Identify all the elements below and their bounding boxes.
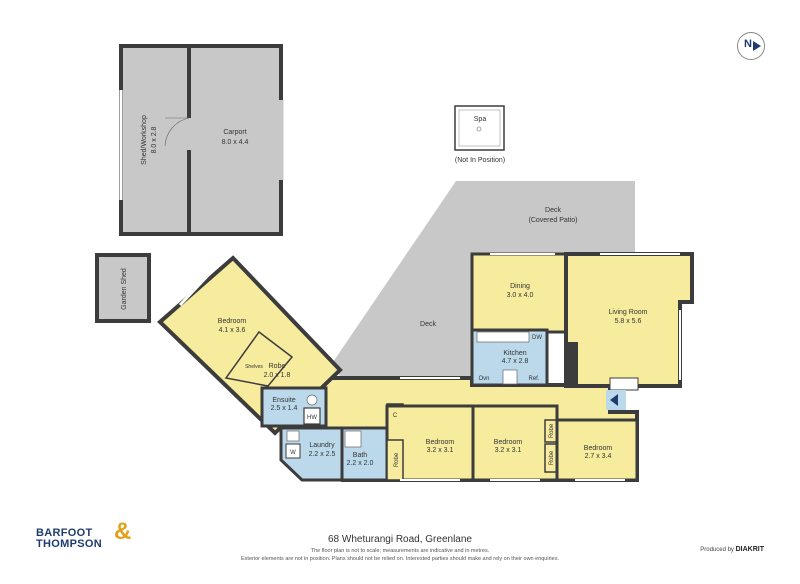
kitchen-dims: 4.7 x 2.8	[502, 358, 529, 365]
ensuite-name: Ensuite	[272, 397, 295, 404]
dining-dims: 3.0 x 4.0	[507, 292, 534, 299]
bedroom4-area	[555, 418, 639, 482]
bedroom4-dims: 2.7 x 3.4	[585, 453, 612, 460]
carport-name: Carport	[223, 129, 246, 136]
cooktop-icon	[502, 369, 518, 385]
carport-dims: 8.0 x 4.4	[222, 139, 249, 146]
tub-icon	[286, 430, 300, 442]
robe-master-dims: 2.0 x 1.8	[264, 372, 291, 379]
compass-label: N	[744, 38, 752, 50]
oven-label: Ovn	[478, 376, 489, 382]
shed-door-swing-icon	[164, 117, 190, 147]
garden-shed-name: Garden Shed	[121, 268, 128, 310]
dw-label: DW	[532, 335, 542, 341]
produced-brand: DIAKRIT	[735, 546, 764, 553]
deck-covered-name: Deck	[545, 207, 561, 214]
property-address: 68 Wheturangi Road, Greenlane	[328, 534, 472, 545]
north-arrow-icon	[753, 41, 761, 51]
fireplace	[566, 342, 578, 386]
bath-dims: 2.2 x 2.0	[347, 460, 374, 467]
kitchen-bench	[476, 331, 530, 343]
bedroom-master-name: Bedroom	[218, 318, 247, 325]
bedroom-master-dims: 4.1 x 3.6	[219, 327, 246, 334]
shower-icon	[344, 430, 362, 448]
bath-name: Bath	[353, 452, 368, 459]
bedroom3-dims: 3.2 x 3.1	[495, 447, 522, 454]
bedroom2-name: Bedroom	[426, 439, 455, 446]
robe-master-name: Robe	[269, 363, 286, 370]
footer-note-2: Exterior elements are not in position. P…	[241, 556, 559, 562]
robe3-label: Robe	[549, 450, 555, 465]
w-label: W	[290, 450, 296, 456]
spa-outline	[454, 105, 505, 151]
outbuilding	[119, 44, 284, 236]
entry-arrow-icon	[610, 394, 618, 406]
laundry-dims: 2.2 x 2.5	[309, 451, 336, 458]
robe2-label: Robe	[549, 423, 555, 438]
laundry-name: Laundry	[309, 442, 335, 449]
washer-icon	[285, 443, 301, 459]
deck-area	[331, 181, 635, 376]
produced-prefix: Produced by	[700, 547, 734, 553]
shelves-label: Shelves	[245, 364, 263, 370]
deck-name: Deck	[420, 321, 436, 328]
shed-name: Shed/Workshop	[141, 115, 148, 165]
north-compass-icon: N	[737, 32, 765, 60]
deck-covered-note: (Covered Patio)	[528, 217, 577, 224]
spa-note: (Not In Position)	[455, 157, 505, 164]
spa	[454, 105, 505, 151]
bedroom3-name: Bedroom	[494, 439, 523, 446]
footer-note-1: The floor plan is not to scale; measurem…	[310, 548, 490, 554]
kitchen-name: Kitchen	[503, 350, 526, 357]
garden-shed	[95, 253, 151, 323]
fridge-label: Ref.	[528, 376, 539, 382]
bedroom4-name: Bedroom	[584, 445, 613, 452]
living-name: Living Room	[609, 309, 648, 316]
producer-credit: Produced by DIAKRIT	[700, 546, 764, 553]
brand-line2: THOMPSON	[36, 538, 102, 550]
spa-drain-icon	[476, 126, 482, 132]
bedroom-window	[178, 268, 215, 307]
robe-master-area	[224, 330, 294, 387]
dining-name: Dining	[510, 283, 530, 290]
cupboard-label: C	[393, 413, 398, 419]
robe1-area	[386, 439, 404, 481]
shed-dims: 8.0 x 2.8	[151, 126, 158, 153]
toilet-icon	[306, 394, 318, 406]
spa-name: Spa	[474, 116, 487, 123]
robe1-label: Robe	[394, 452, 400, 467]
ensuite-dims: 2.5 x 1.4	[271, 405, 298, 412]
dining-area	[470, 252, 568, 334]
bedroom2-dims: 3.2 x 3.1	[427, 447, 454, 454]
brand-line1: BARFOOT	[36, 527, 93, 539]
hw-label: HW	[307, 415, 317, 421]
hw-cylinder	[303, 407, 321, 425]
labels: Shed/Workshop 8.0 x 2.8 Carport 8.0 x 4.…	[121, 115, 648, 467]
fireplace-hearth	[609, 377, 639, 391]
living-dims: 5.8 x 5.6	[615, 318, 642, 325]
